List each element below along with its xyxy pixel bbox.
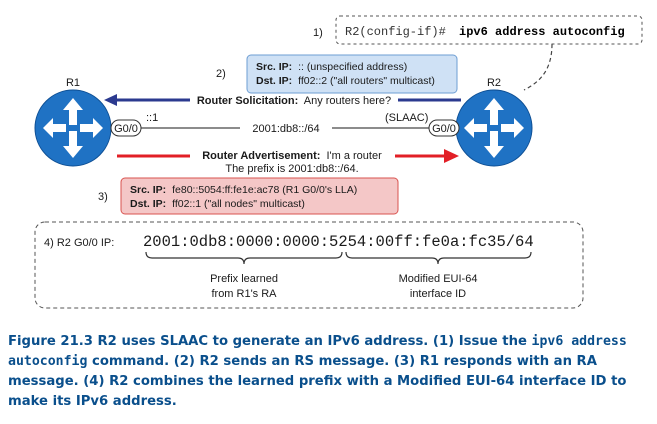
- step1-connector-line: [523, 43, 553, 91]
- ra-title: Router Advertisement:: [202, 150, 320, 162]
- address-value: 2001:0db8:0000:0000:5254:00ff:fe0a:fc35/…: [143, 233, 534, 251]
- step1-number: 1): [313, 27, 323, 39]
- prefix-brace: [145, 251, 343, 265]
- rs-dst-value: ff02::2 ("all routers" multicast): [298, 75, 435, 87]
- iid-brace: [345, 251, 532, 265]
- step1-command: R2(config-if)# ipv6 address autoconfig: [345, 25, 625, 39]
- rs-info-box: [246, 54, 458, 94]
- ra-src-label: Src. IP:: [130, 184, 166, 196]
- figure-caption: Figure 21.3 R2 uses SLAAC to generate an…: [8, 332, 650, 412]
- step3-number: 3): [98, 191, 108, 203]
- rs-dst-label: Dst. IP:: [256, 75, 292, 87]
- rs-src-ip: Src. IP: :: (unspecified address): [256, 61, 407, 73]
- ra-message-line2: The prefix is 2001:db8::/64.: [225, 163, 358, 175]
- r2-slaac-label: (SLAAC): [385, 112, 428, 124]
- caption-part2: command. (2) R2 sends an RS message. (3)…: [8, 354, 627, 409]
- ra-arrowhead: [444, 149, 459, 163]
- prefix-desc-line2: from R1's RA: [211, 288, 277, 300]
- rs-dst-ip: Dst. IP: ff02::2 ("all routers" multicas…: [256, 75, 435, 87]
- ra-text1: I'm a router: [326, 150, 382, 162]
- r1-interface: G0/0: [114, 123, 138, 135]
- rs-src-label: Src. IP:: [256, 61, 292, 73]
- caption-part1: R2 uses SLAAC to generate an IPv6 addres…: [97, 334, 527, 349]
- ra-dst-label: Dst. IP:: [130, 198, 166, 210]
- ra-src-ip: Src. IP: fe80::5054:ff:fe1e:ac78 (R1 G0/…: [130, 184, 357, 196]
- r2-label: R2: [487, 77, 501, 89]
- r1-address: ::1: [146, 112, 158, 124]
- figure-number: Figure 21.3: [8, 334, 93, 349]
- r2-router-icon: [455, 89, 533, 167]
- ra-dst-ip: Dst. IP: ff02::1 ("all nodes" multicast): [130, 198, 305, 210]
- cli-prompt: R2(config-if)#: [345, 25, 446, 39]
- ra-info-box: [120, 177, 399, 215]
- cli-command: ipv6 address autoconfig: [459, 25, 625, 39]
- caption-command: ipv6 address autoconfig: [8, 334, 627, 369]
- r1-router-icon: [34, 89, 112, 167]
- prefix-desc-line1: Prefix learned: [210, 273, 278, 285]
- ra-dst-value: ff02::1 ("all nodes" multicast): [172, 198, 305, 210]
- ra-src-value: fe80::5054:ff:fe1e:ac78 (R1 G0/0's LLA): [172, 184, 357, 196]
- rs-message: Router Solicitation: Any routers here?: [197, 95, 391, 107]
- link-prefix: 2001:db8::/64: [252, 123, 319, 135]
- r2-interface-badge: [428, 119, 460, 137]
- r1-label: R1: [66, 77, 80, 89]
- address-prefix: 2001:0db8:0000:0000:: [143, 233, 329, 251]
- r2-interface: G0/0: [432, 123, 456, 135]
- rs-title: Router Solicitation:: [197, 95, 298, 107]
- r1-interface-badge: [110, 119, 142, 137]
- step2-number: 2): [216, 68, 226, 80]
- iid-desc-line1: Modified EUI-64: [399, 273, 478, 285]
- rs-text: Any routers here?: [304, 95, 391, 107]
- address-iid: 5254:00ff:fe0a:fc35/64: [329, 233, 534, 251]
- rs-arrowhead: [104, 94, 117, 106]
- step1-command-box: [335, 15, 643, 45]
- address-box: [34, 221, 584, 309]
- address-label: 4) R2 G0/0 IP:: [44, 237, 114, 249]
- iid-desc-line2: interface ID: [410, 288, 466, 300]
- rs-src-value: :: (unspecified address): [298, 61, 407, 73]
- ra-message-line1: Router Advertisement: I'm a router: [202, 150, 382, 162]
